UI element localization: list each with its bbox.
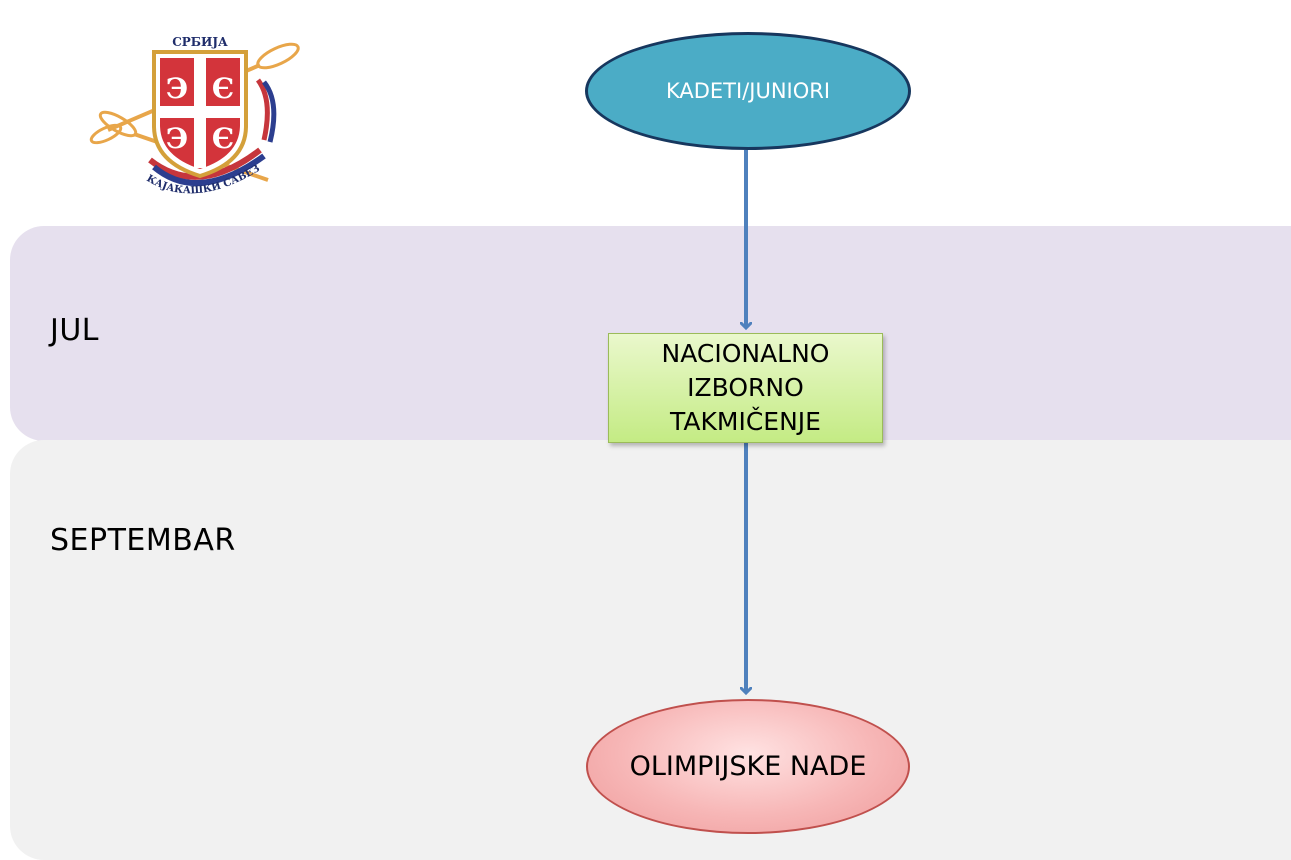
band-label-september: SEPTEMBAR [50,523,236,558]
node-olimpijske-nade: OLIMPIJSKE NADE [586,699,910,834]
node-olimpijske-nade-label: OLIMPIJSKE NADE [629,751,867,782]
svg-text:Э: Э [166,72,188,105]
svg-text:Є: Є [212,122,234,155]
node-kadeti-juniori-label: KADETI/JUNIORI [665,79,831,103]
svg-text:Є: Є [212,72,234,105]
shield-icon: Э Є Э Є [152,50,248,179]
logo-top-text: СРБИЈА [172,35,228,49]
federation-logo: Э Є Э Є СРБИЈА КАЈАКАШКИ САВЕЗ [89,35,300,197]
node-nacionalno-izborno-takmicenje: NACIONALNO IZBORNO TAKMIČENJE [608,333,883,443]
band-label-jul: JUL [50,313,100,348]
node-nacionalno-label: NACIONALNO IZBORNO TAKMIČENJE [661,339,830,436]
node-kadeti-juniori: KADETI/JUNIORI [585,32,911,150]
svg-text:Э: Э [166,122,188,155]
connectors [0,150,1291,840]
